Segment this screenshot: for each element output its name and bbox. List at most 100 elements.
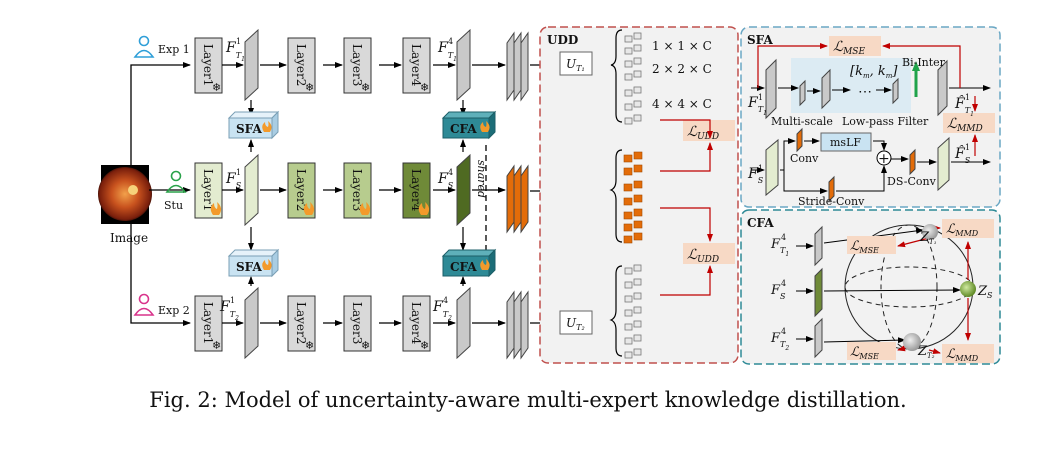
add-node-icon [876, 150, 892, 166]
expert1-person-icon [133, 35, 155, 58]
svg-text:SFA: SFA [236, 260, 262, 274]
kernel-label: [km, km] [850, 64, 898, 80]
udd-patch-t2-6 [624, 348, 642, 359]
z-t2-node [903, 333, 921, 351]
svg-text:ℒUDD: ℒUDD [687, 247, 719, 265]
input-image [98, 165, 152, 224]
layer-block-stu-l2: Layer2 [287, 162, 316, 219]
svg-text:Layer1: Layer1 [201, 169, 215, 211]
f-s-4-sup: 4 [448, 168, 453, 177]
svg-text:❄: ❄ [361, 81, 370, 94]
z-s-node [960, 281, 976, 297]
udd-patch-s-2 [623, 180, 643, 192]
svg-text:msLF: msLF [830, 136, 861, 149]
ellipsis-label: ⋯ [858, 84, 872, 100]
udd-patch-t1-4 [624, 86, 642, 97]
figure-caption: Fig. 2: Model of uncertainty-aware multi… [149, 388, 907, 412]
final-feature-stacks [506, 31, 529, 360]
udd-patch-s-3 [623, 194, 643, 206]
conv-label: Conv [790, 152, 819, 165]
layer-block-exp1-l4: Layer4❄ [402, 37, 431, 94]
f-t2-4-label: FT2 [432, 299, 452, 322]
cfa-mse-top: ℒMSE [850, 239, 879, 255]
udd-patches [623, 32, 643, 359]
udd-braces [609, 29, 623, 357]
cfa-f-t2-sup: 4 [781, 327, 786, 336]
scale-2x2: 2 × 2 × C [652, 62, 712, 76]
udd-patch-s-0 [623, 151, 643, 163]
svg-text:❄: ❄ [361, 339, 370, 352]
shared-label: shared [475, 160, 488, 198]
svg-text:Layer4: Layer4 [409, 302, 423, 345]
f-t2-1-label: FT2 [219, 299, 239, 322]
f-t1-1-label: FT1 [225, 40, 245, 63]
cfa-mmd-top: ℒMMD [946, 222, 979, 238]
bi-inter-label: Bi-Inter [902, 56, 946, 69]
udd-patch-s-1 [623, 164, 643, 176]
low-pass-label: Low-pass Filter [842, 115, 929, 128]
add-node-symbol: + [878, 151, 890, 167]
student-person-icon [165, 170, 187, 193]
svg-text:❄: ❄ [420, 339, 429, 352]
expert2-person-icon [133, 293, 155, 316]
sfa-panel-feature-labels: FT1 1 FS 1 F̂T1 1 F̂S 1 [747, 93, 974, 185]
udd-scale-labels: 1 × 1 × C 2 × 2 × C 4 × 4 × C [652, 39, 712, 111]
layer-block-exp2-l2: Layer2❄ [287, 295, 316, 352]
cfa-f-t1: FT1 [770, 237, 789, 258]
cfa-feature-labels: FT1 4 FS 4 FT2 4 [770, 233, 789, 352]
udd-patch-t2-2 [624, 292, 642, 303]
svg-text:UT₁: UT₁ [566, 57, 585, 73]
layer-block-exp2-l4: Layer4❄ [402, 295, 431, 352]
cfa-panel-plates [814, 225, 823, 359]
cfa-panel-title: CFA [747, 216, 774, 230]
svg-text:Layer3: Layer3 [350, 302, 364, 344]
sfa-hat-t1-sup: 1 [965, 93, 970, 102]
sfa-module-top: SFA [227, 110, 280, 140]
udd-patch-s-6 [623, 232, 643, 244]
layer-block-exp1-l2: Layer2❄ [287, 37, 316, 94]
layer-block-exp2-l1: Layer1❄ [194, 295, 223, 352]
sfa-f-t1-label: FT1 [747, 95, 767, 117]
udd-patch-t2-5 [624, 334, 642, 345]
z-t1-label: ZT₁ [919, 230, 937, 246]
svg-text:❄: ❄ [212, 339, 221, 352]
cfa-f-t1-sup: 4 [781, 233, 786, 242]
stu-label: Stu [164, 199, 183, 212]
z-s-label: ZS [977, 284, 993, 300]
cfa-panel [740, 209, 1001, 365]
udd-patch-t1-6 [624, 114, 642, 125]
f-s-4-label: FS [437, 171, 454, 190]
svg-text:Layer4: Layer4 [409, 169, 423, 212]
cfa-module-top: CFA [441, 110, 497, 140]
layer-block-exp1-l3: Layer3❄ [343, 37, 372, 94]
f-s-1-sup: 1 [236, 168, 241, 177]
cfa-mmd-bottom: ℒMMD [946, 347, 979, 363]
sfa-red-arrows [757, 43, 978, 156]
udd-red-arrows [660, 119, 713, 296]
udd-patch-t1-0 [624, 32, 642, 43]
sfa-loss-mse: ℒMSE [829, 36, 881, 57]
sfa-module-bottom: SFA [227, 248, 280, 278]
exp1-label: Exp 1 [158, 43, 190, 56]
cfa-f-t2: FT2 [770, 331, 789, 352]
cfa-f-s: FS [770, 283, 786, 301]
udd-title: UDD [547, 33, 578, 47]
stride-conv-label: Stride-Conv [798, 195, 865, 208]
svg-text:ℒMMD: ℒMMD [947, 116, 983, 134]
svg-text:ℒMSE: ℒMSE [833, 39, 865, 57]
svg-text:❄: ❄ [305, 81, 314, 94]
udd-loss-bottom: ℒUDD [683, 243, 735, 265]
udd-loss-top: ℒUDD [683, 120, 735, 142]
sfa-panel-labels: [km, km] ⋯ Bi-Inter Multi-scale Low-pass… [771, 56, 946, 208]
udd-patch-t2-3 [624, 306, 642, 317]
cfa-f-s-sup: 4 [781, 279, 786, 288]
cfa-mse-bottom: ℒMSE [850, 345, 879, 361]
svg-text:Layer3: Layer3 [350, 44, 364, 86]
sfa-f-t1-sup: 1 [758, 93, 763, 102]
svg-text:Layer1: Layer1 [201, 44, 215, 86]
udd-patch-t1-5 [624, 100, 642, 111]
svg-text:Layer1: Layer1 [201, 302, 215, 344]
svg-text:❄: ❄ [420, 81, 429, 94]
udd-u-t2-box: UT₂ [559, 310, 593, 335]
sfa-hat-t1-label: F̂T1 [954, 94, 974, 118]
